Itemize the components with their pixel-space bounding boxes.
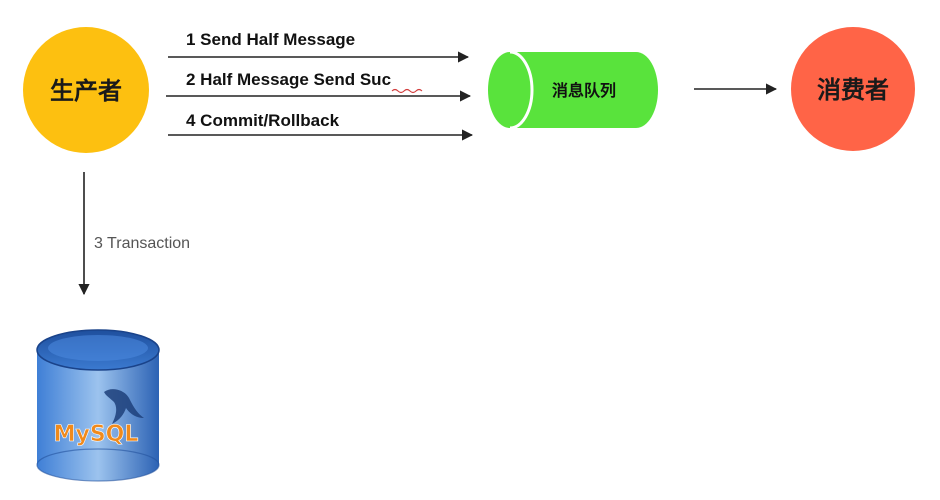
queue-node: 消息队列	[488, 50, 658, 130]
dolphin-icon	[104, 389, 144, 424]
database-label: MySQL	[54, 422, 139, 447]
edge-commit-label: 4 Commit/Rollback	[186, 111, 340, 130]
producer-node: 生产者	[23, 27, 149, 153]
consumer-label: 消费者	[817, 76, 889, 104]
edge-send-half: 1 Send Half Message	[168, 30, 470, 63]
edge-transaction-label: 3 Transaction	[94, 235, 190, 252]
database-body	[37, 350, 159, 481]
edge-half-suc: 2 Half Message Send Suc	[166, 70, 472, 102]
spellcheck-underline	[391, 88, 423, 94]
edge-half-suc-label: 2 Half Message Send Suc	[186, 70, 391, 89]
queue-cylinder-rim	[509, 50, 534, 130]
consumer-circle	[791, 27, 915, 151]
consumer-node: 消费者	[791, 27, 915, 151]
edge-transaction: 3 Transaction	[78, 172, 190, 296]
edge-send-half-label: 1 Send Half Message	[186, 30, 355, 49]
database-top-highlight	[48, 335, 148, 361]
producer-circle	[23, 27, 149, 153]
queue-label: 消息队列	[552, 81, 616, 100]
database-bottom-rim	[36, 448, 160, 482]
database-node: MySQL	[36, 329, 160, 482]
producer-label: 生产者	[50, 77, 122, 105]
edge-commit: 4 Commit/Rollback	[168, 111, 474, 141]
